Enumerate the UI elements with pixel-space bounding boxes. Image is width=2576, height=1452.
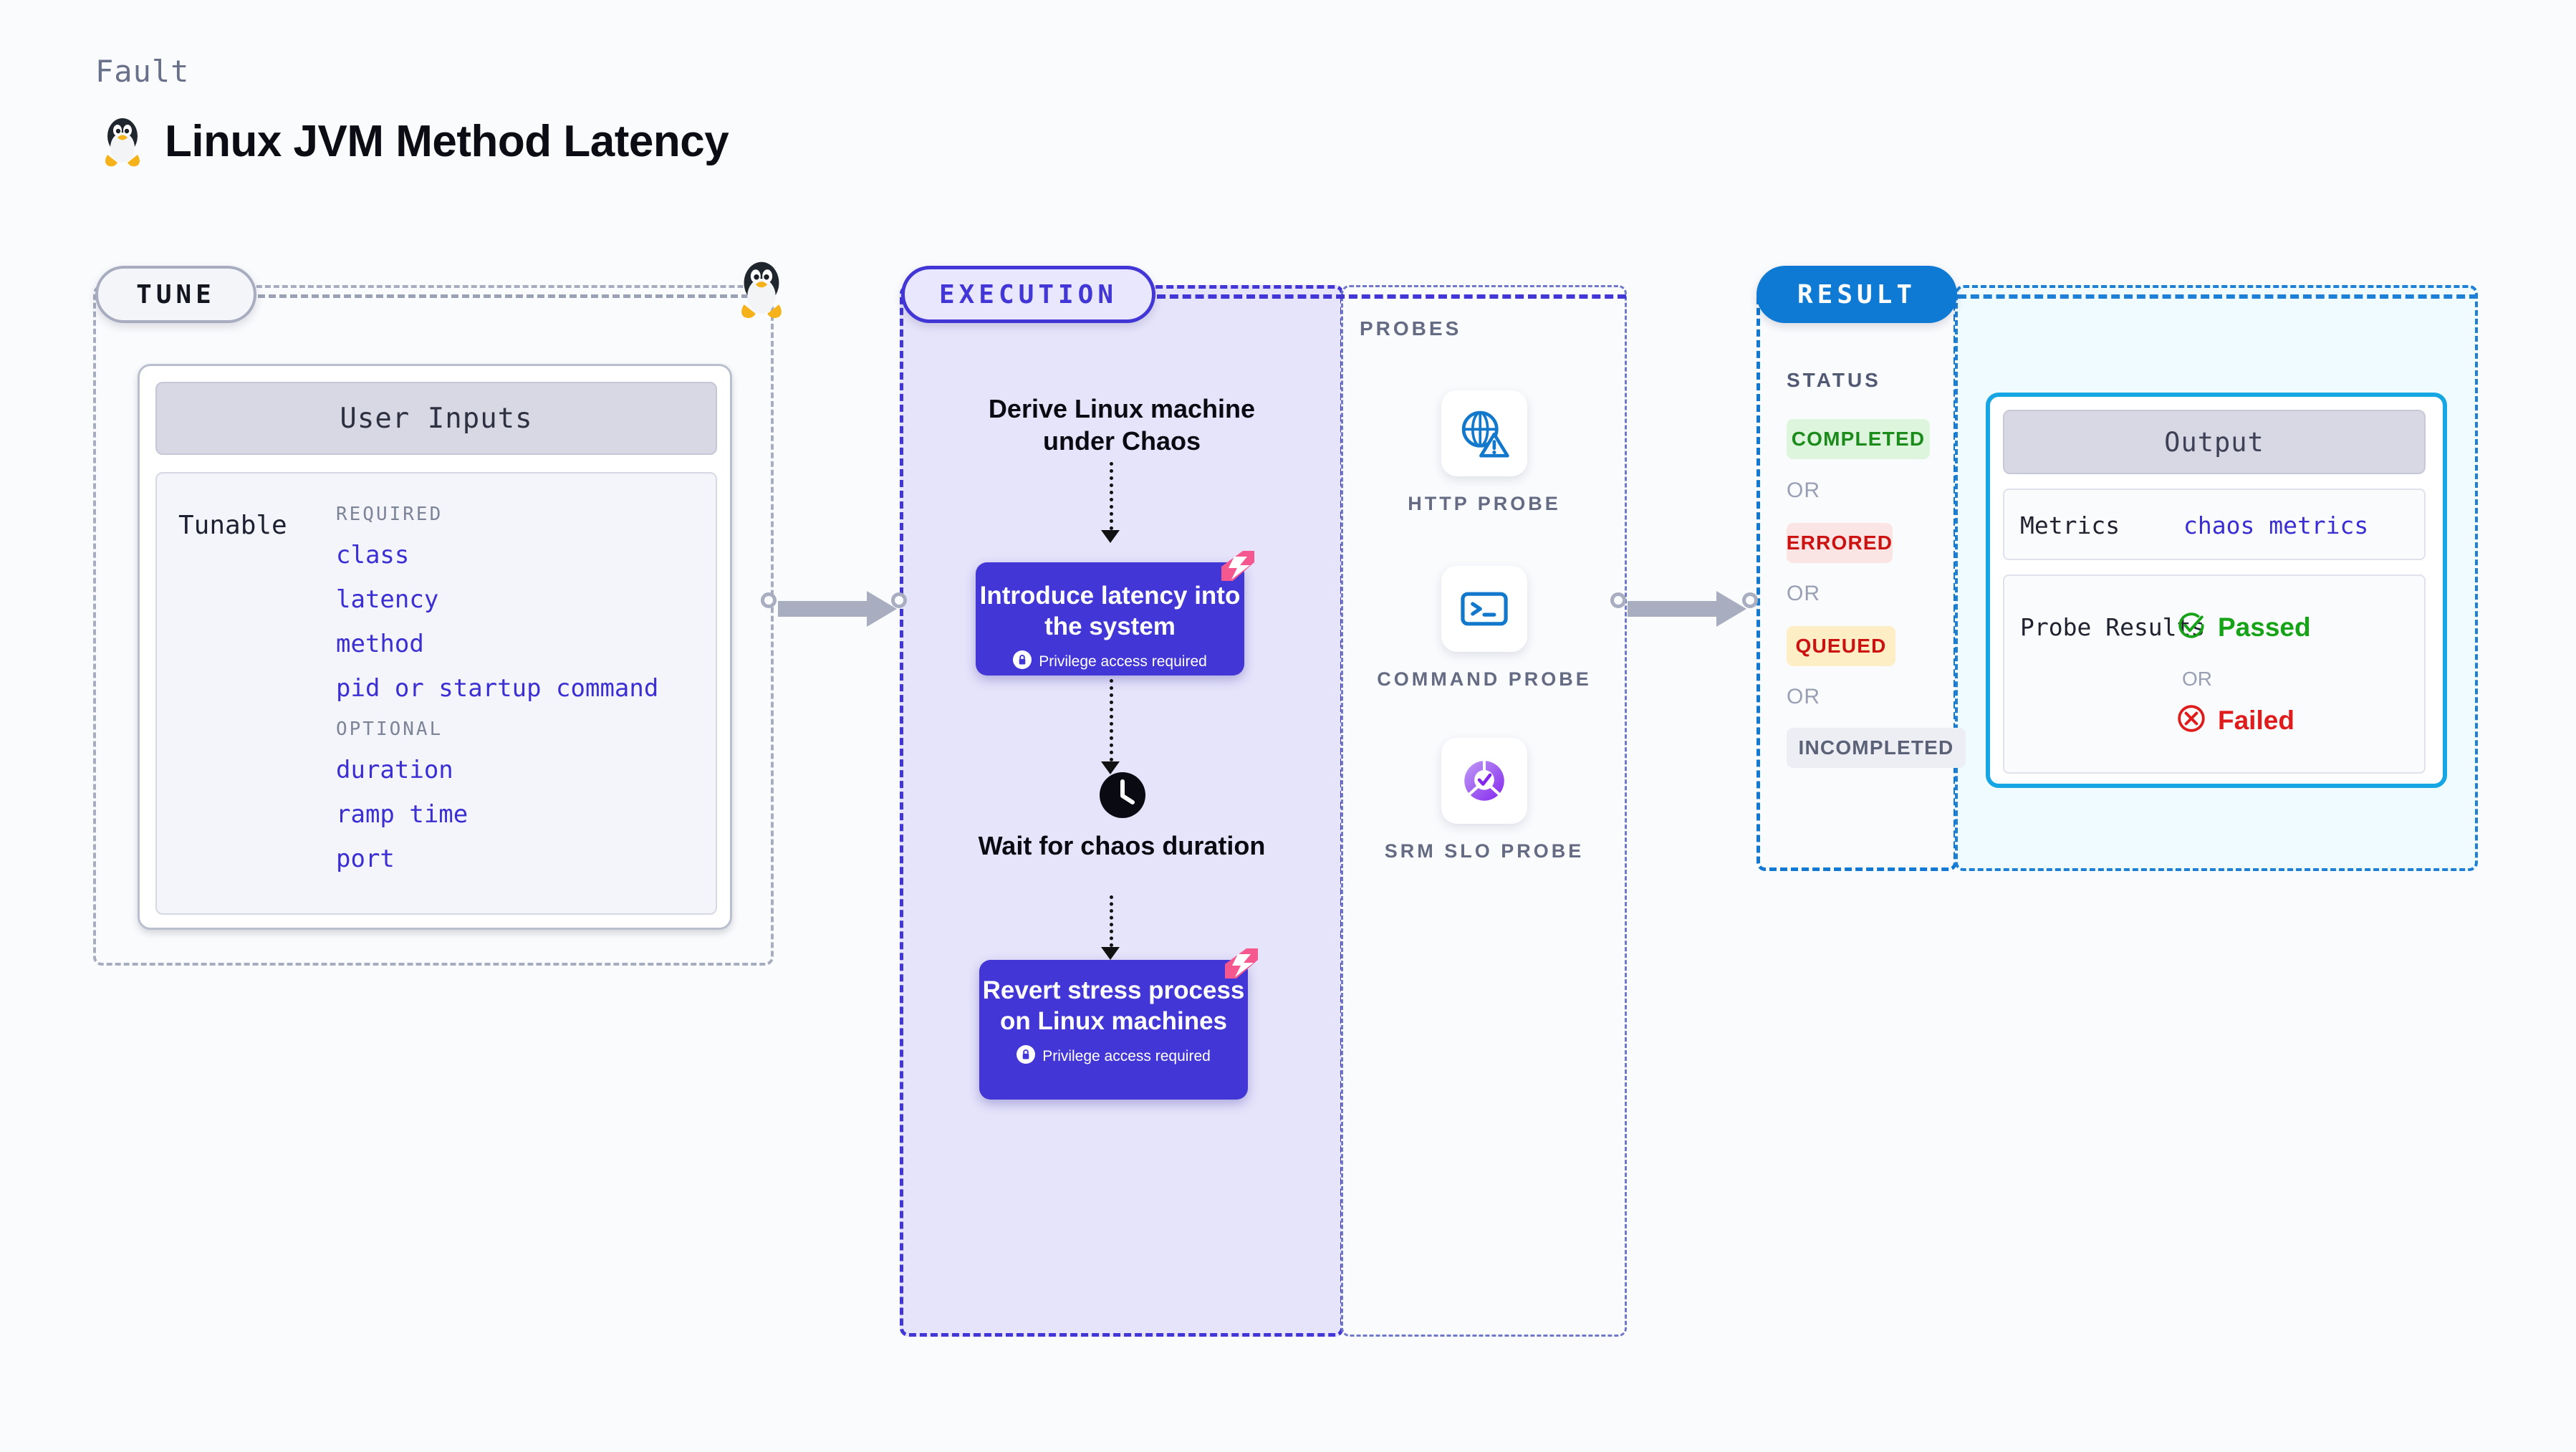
tunable-group-optional-title: OPTIONAL (336, 718, 443, 740)
linux-penguin-icon (735, 258, 788, 323)
lock-icon (1017, 1045, 1036, 1068)
tunable-item-pid-or-startup-command[interactable]: pid or startup command (336, 674, 659, 703)
flow-arrow-3 (1101, 947, 1120, 960)
lock-icon (1013, 650, 1032, 673)
tunable-item-class[interactable]: class (336, 541, 410, 569)
page-eyebrow: Fault (95, 54, 190, 89)
tunable-group-required-title: REQUIRED (336, 504, 443, 525)
flow-line-2 (1110, 679, 1113, 761)
output-card: Output Metrics chaos metrics Probe Resul… (1986, 393, 2447, 788)
connector-dot-end (891, 592, 907, 608)
clock-icon (1097, 770, 1148, 824)
metrics-row: Metrics chaos metrics (2003, 489, 2426, 560)
page-title-row: Linux JVM Method Latency (100, 115, 729, 168)
tune-connector-line (258, 294, 759, 298)
tunable-list: REQUIRED class latency method pid or sta… (336, 491, 694, 889)
status-badge-incompleted: INCOMPLETED (1787, 728, 1966, 768)
status-or-2: OR (1787, 582, 1820, 605)
tunable-item-port[interactable]: port (336, 845, 395, 873)
harness-logo-icon (1219, 946, 1262, 983)
status-badge-completed: COMPLETED (1787, 419, 1930, 459)
connector-dot-start (1610, 592, 1626, 608)
probe-item-srm-slo[interactable]: SRM SLO PROBE (1377, 738, 1592, 864)
execution-box-2-privilege-text: Privilege access required (1042, 1048, 1211, 1065)
output-title: Output (2164, 426, 2264, 458)
tunable-item-duration[interactable]: duration (336, 756, 453, 784)
probe-result-passed: Passed (2176, 610, 2311, 644)
connector-shaft (778, 601, 871, 617)
flow-arrow-2 (1101, 761, 1120, 774)
status-badge-errored: ERRORED (1787, 523, 1893, 563)
user-inputs-header: User Inputs (155, 382, 717, 455)
probe-result-or: OR (2182, 668, 2212, 690)
result-connector-line (1958, 294, 2478, 299)
flow-line-1 (1110, 462, 1113, 530)
connector-dot-end (1742, 592, 1758, 608)
execution-connector-line (1157, 294, 1626, 299)
probe-result-passed-label: Passed (2218, 612, 2311, 642)
connector-dot-start (761, 592, 777, 608)
execution-step-wait: Wait for chaos duration (978, 831, 1266, 860)
execution-box-introduce-latency[interactable]: Introduce latency into the system Privil… (976, 562, 1244, 675)
tunable-label: Tunable (178, 511, 287, 540)
terminal-icon (1441, 566, 1527, 652)
stage-pill-tune[interactable]: TUNE (95, 266, 256, 323)
execution-step-derive: Derive Linux machine under Chaos (988, 394, 1256, 456)
x-circle-icon (2176, 703, 2206, 737)
probe-caption-srm-slo: SRM SLO PROBE (1384, 840, 1585, 862)
tunable-item-ramp-time[interactable]: ramp time (336, 800, 468, 829)
globe-warning-icon (1441, 390, 1527, 476)
probe-result-failed-label: Failed (2218, 705, 2294, 735)
probes-section-title: PROBES (1360, 317, 1462, 340)
metrics-label: Metrics (2020, 511, 2120, 539)
status-or-1: OR (1787, 479, 1820, 502)
flow-line-3 (1110, 895, 1113, 947)
tunable-box: Tunable REQUIRED class latency method pi… (155, 472, 717, 915)
user-inputs-title: User Inputs (340, 402, 533, 435)
execution-box-1-title: Introduce latency into the system (979, 582, 1241, 640)
probe-result-failed: Failed (2176, 703, 2294, 737)
flow-arrow-1 (1101, 530, 1120, 543)
stage-pill-tune-label: TUNE (136, 279, 216, 309)
tune-region (93, 285, 774, 966)
output-header: Output (2003, 410, 2426, 474)
stage-pill-result-label: RESULT (1797, 279, 1917, 309)
execution-box-1-privilege-text: Privilege access required (1039, 653, 1207, 670)
slo-donut-check-icon (1441, 738, 1527, 824)
probe-item-http[interactable]: HTTP PROBE (1377, 390, 1592, 516)
execution-box-2-title: Revert stress process on Linux machines (982, 976, 1245, 1035)
linux-penguin-icon (100, 115, 145, 168)
probe-caption-http: HTTP PROBE (1408, 493, 1561, 514)
execution-box-revert-stress[interactable]: Revert stress process on Linux machines … (979, 960, 1248, 1100)
metrics-value[interactable]: chaos metrics (2183, 511, 2369, 539)
execution-box-1-privilege-row: Privilege access required (976, 650, 1244, 673)
probe-caption-command: COMMAND PROBE (1377, 668, 1592, 690)
page-title: Linux JVM Method Latency (165, 116, 729, 166)
status-or-3: OR (1787, 685, 1820, 708)
user-inputs-card: User Inputs Tunable REQUIRED class laten… (138, 364, 732, 930)
probe-item-command[interactable]: COMMAND PROBE (1377, 566, 1592, 692)
harness-logo-icon (1216, 548, 1259, 585)
check-circle-icon (2176, 610, 2206, 644)
connector-shaft (1628, 601, 1721, 617)
probe-results-row: Probe Results Passed OR Failed (2003, 574, 2426, 774)
stage-pill-result[interactable]: RESULT (1756, 266, 1957, 323)
tunable-item-latency[interactable]: latency (336, 585, 439, 614)
connector-arrowhead (1716, 591, 1746, 627)
stage-pill-execution[interactable]: EXECUTION (901, 266, 1155, 323)
execution-box-2-privilege-row: Privilege access required (979, 1045, 1248, 1068)
status-title: STATUS (1787, 369, 1881, 391)
probe-results-label: Probe Results (2020, 613, 2206, 641)
tunable-item-method[interactable]: method (336, 630, 424, 658)
status-badge-queued: QUEUED (1787, 626, 1895, 666)
stage-pill-execution-label: EXECUTION (938, 279, 1118, 309)
